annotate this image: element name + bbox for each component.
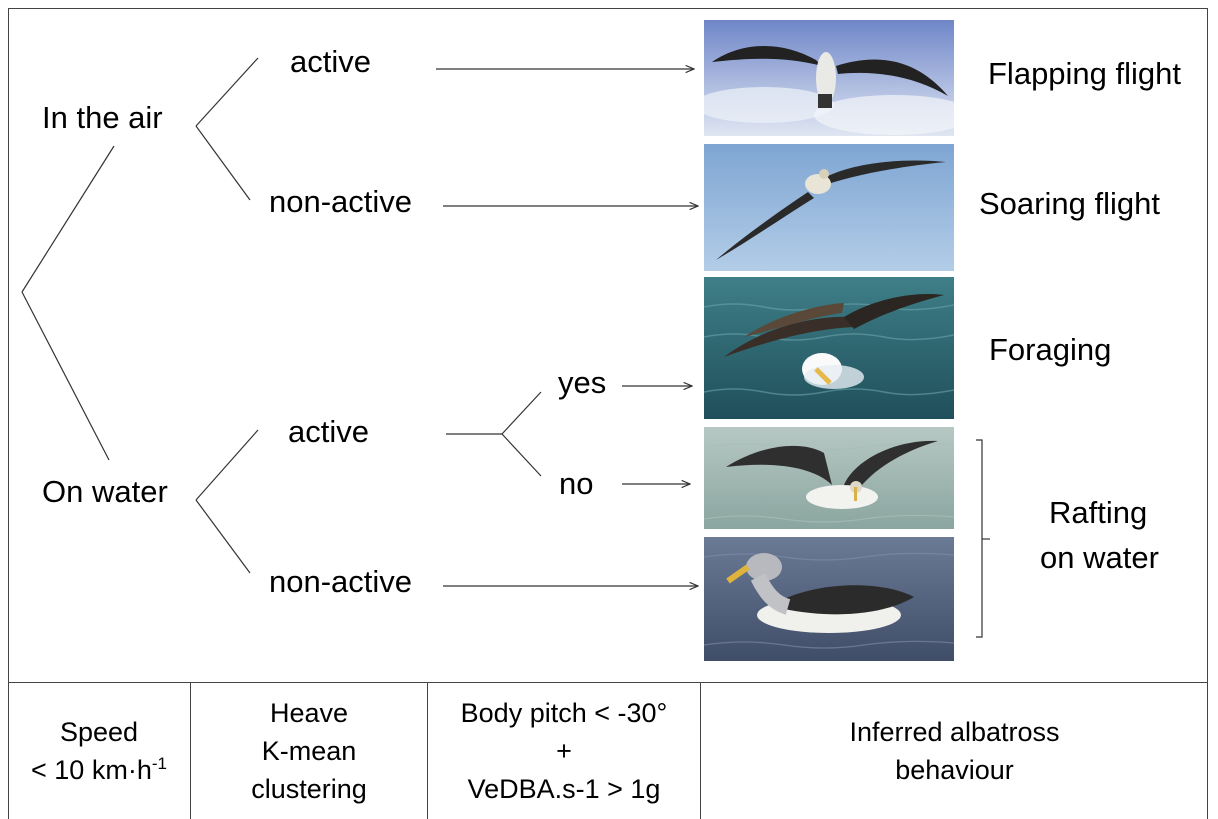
yes-label: yes bbox=[558, 365, 607, 400]
speed-cell: Speed < 10 km·h-1 bbox=[8, 683, 191, 819]
water-active-label: active bbox=[288, 414, 369, 449]
pitch-cell: Body pitch < -30° + VeDBA.s-1 > 1g bbox=[428, 683, 701, 819]
pitch-line3: VeDBA.s-1 > 1g bbox=[467, 774, 661, 804]
heave-cell: Heave K-mean clustering bbox=[191, 683, 428, 819]
speed-line2: < 10 km·h-1 bbox=[31, 754, 167, 785]
speed-line1: Speed bbox=[59, 717, 139, 747]
inferred-line1: Inferred albatross bbox=[849, 717, 1060, 747]
albatross-foraging-photo bbox=[704, 277, 954, 419]
criteria-table: Speed < 10 km·h-1 Heave K-mean clusterin… bbox=[8, 682, 1208, 819]
stem-to-no-line bbox=[501, 433, 542, 477]
on-water-label: On water bbox=[42, 474, 168, 509]
diagram-frame bbox=[8, 8, 1208, 819]
in-the-air-label: In the air bbox=[42, 100, 163, 135]
water-to-active-line bbox=[195, 429, 259, 501]
inferred-line2: behaviour bbox=[895, 755, 1014, 785]
albatross-resting-photo bbox=[704, 537, 954, 661]
air-nonactive-label: non-active bbox=[269, 184, 413, 219]
air-to-active-line bbox=[195, 57, 259, 127]
no-label: no bbox=[559, 466, 594, 501]
heave-line2: K-mean bbox=[261, 736, 357, 766]
heave-line1: Heave bbox=[269, 698, 349, 728]
pitch-line2: + bbox=[556, 736, 572, 766]
rafting-label-line2: on water bbox=[1040, 540, 1159, 575]
root-to-air-line bbox=[21, 145, 115, 293]
water-nonactive-label: non-active bbox=[269, 564, 413, 599]
soaring-flight-label: Soaring flight bbox=[979, 186, 1160, 221]
rafting-bracket bbox=[976, 439, 983, 638]
root-to-water-line bbox=[21, 291, 110, 461]
foraging-label: Foraging bbox=[989, 332, 1112, 367]
air-active-label: active bbox=[290, 44, 371, 79]
heave-line3: clustering bbox=[251, 774, 367, 804]
stem-to-yes-line bbox=[501, 391, 542, 435]
flapping-flight-label: Flapping flight bbox=[988, 56, 1182, 91]
rafting-label-line1: Rafting bbox=[1049, 495, 1148, 530]
albatross-flapping-photo bbox=[704, 20, 954, 136]
albatross-soaring-photo bbox=[704, 144, 954, 271]
pitch-line1: Body pitch < -30° bbox=[460, 698, 668, 728]
water-to-nonactive-line bbox=[195, 499, 251, 574]
air-to-nonactive-line bbox=[195, 125, 251, 201]
inferred-behaviour-cell: Inferred albatross behaviour bbox=[701, 683, 1208, 819]
albatross-wings-raised-photo bbox=[704, 427, 954, 529]
